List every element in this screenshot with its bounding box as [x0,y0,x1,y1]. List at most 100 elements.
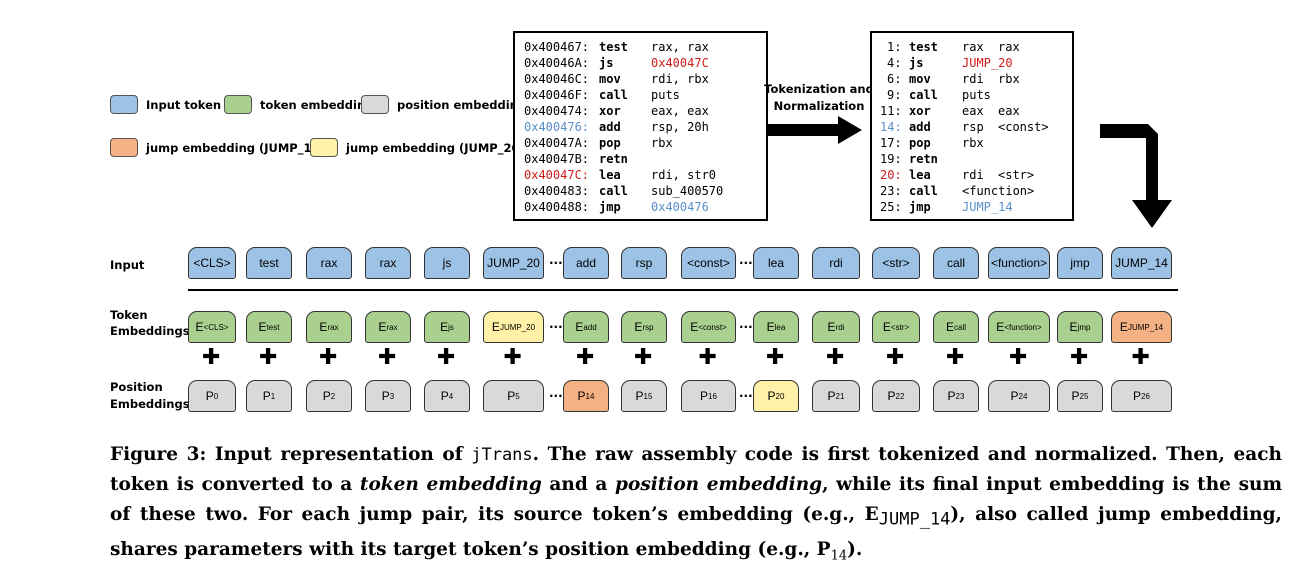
embedding-symbol: E [491,320,500,334]
legend-swatch [110,95,138,114]
code-opcode: call [599,184,628,198]
code-opcode: xor [599,104,621,118]
code-index: 17: [880,136,902,150]
code-line: 0x40047B:retn [515,151,766,167]
code-opcode: pop [909,136,931,150]
legend-swatch [310,138,338,157]
plus-icon: ✚ [259,345,278,370]
bent-down-arrow-icon [1100,124,1172,228]
code-operand: rbx [962,136,984,150]
embedding-symbol: E [319,320,328,334]
input-token: JUMP_20 [483,247,544,279]
code-opcode: add [909,120,931,134]
legend-input-token: Input token [110,95,221,114]
plus-icon: ✚ [826,345,845,370]
caption-lead: Figure 3: Input representation of [110,444,472,465]
code-index: 19: [880,152,902,166]
plus-icon: ✚ [378,345,397,370]
embedding-symbol: P [440,389,449,403]
embedding-symbol: P [381,389,390,403]
token-embedding: E<const> [681,311,736,343]
embedding-symbol: E [827,320,836,334]
code-operands: puts [651,88,680,102]
code-line: 19: retn [872,151,1072,167]
ellipsis: ... [739,386,753,400]
embedding-subscript: 15 [643,391,653,401]
legend-swatch [224,95,252,114]
code-operand: eax [962,104,984,118]
caption-text: ). [847,538,863,560]
code-opcode: retn [909,152,938,166]
row-label-input: Input [110,258,145,272]
embedding-symbol: E [634,320,643,334]
caption-text: and a [541,474,616,495]
code-operands: rsp, 20h [651,120,709,134]
code-operand: eax [998,104,1020,118]
embedding-subscript: rax [386,322,398,332]
code-index: 1: [887,40,902,54]
legend-label: jump embedding (JUMP_14) [146,140,325,155]
legend-jump-14: jump embedding (JUMP_14) [110,138,325,157]
tokenization-arrow-label: Tokenization and Normalization [764,82,874,113]
embedding-symbol: P [507,389,516,403]
embedding-subscript: test [266,322,280,332]
embedding-subscript: 3 [389,391,395,401]
code-address: 0x40047A: [524,136,590,150]
token-embedding: E<str> [872,311,920,343]
caption-text: . The raw assembly code is first tokeniz… [110,444,1282,495]
plus-icon: ✚ [634,345,653,370]
input-token: <CLS> [188,247,236,279]
code-opcode: add [599,120,621,134]
caption-model-name: jTrans [471,445,533,465]
input-token: JUMP_14 [1111,247,1172,279]
embedding-subscript: 2 [330,391,336,401]
code-index: 25: [880,200,902,214]
plus-icon: ✚ [437,345,456,370]
embedding-symbol: E [258,320,267,334]
code-index: 6: [887,72,902,86]
embedding-subscript: JUMP_14 [1127,322,1164,332]
plus-icon: ✚ [503,345,522,370]
embedding-subscript: lea [774,322,786,332]
caption-subscript: JUMP_14 [878,509,951,530]
embedding-symbol: P [1010,389,1019,403]
embedding-subscript: <function> [1004,322,1042,332]
embedding-symbol: E [945,320,954,334]
code-opcode: call [599,88,628,102]
code-address: 0x400488: [524,200,590,214]
code-index: 4: [887,56,902,70]
code-address: 0x40046A: [524,56,590,70]
code-opcode: js [599,56,614,70]
embedding-subscript: 1 [270,391,276,401]
embedding-symbol: E [1069,320,1078,334]
code-opcode: jmp [909,200,931,214]
embedding-subscript: js [448,322,454,332]
embedding-subscript: 20 [775,391,785,401]
caption-emphasis: token embedding [359,474,542,495]
embedding-subscript: <CLS> [203,322,229,332]
embedding-subscript: rax [327,322,339,332]
code-index: 9: [887,88,902,102]
code-operand: rax [962,40,984,54]
input-token: rsp [621,247,667,279]
code-opcode: lea [599,168,621,182]
embedding-subscript: 22 [895,391,905,401]
legend-label: token embedding [260,97,374,112]
code-opcode: call [909,184,938,198]
code-operands: rdi, str0 [651,168,717,182]
legend-label: jump embedding (JUMP_20) [346,140,525,155]
embedding-subscript: jmp [1077,322,1091,332]
